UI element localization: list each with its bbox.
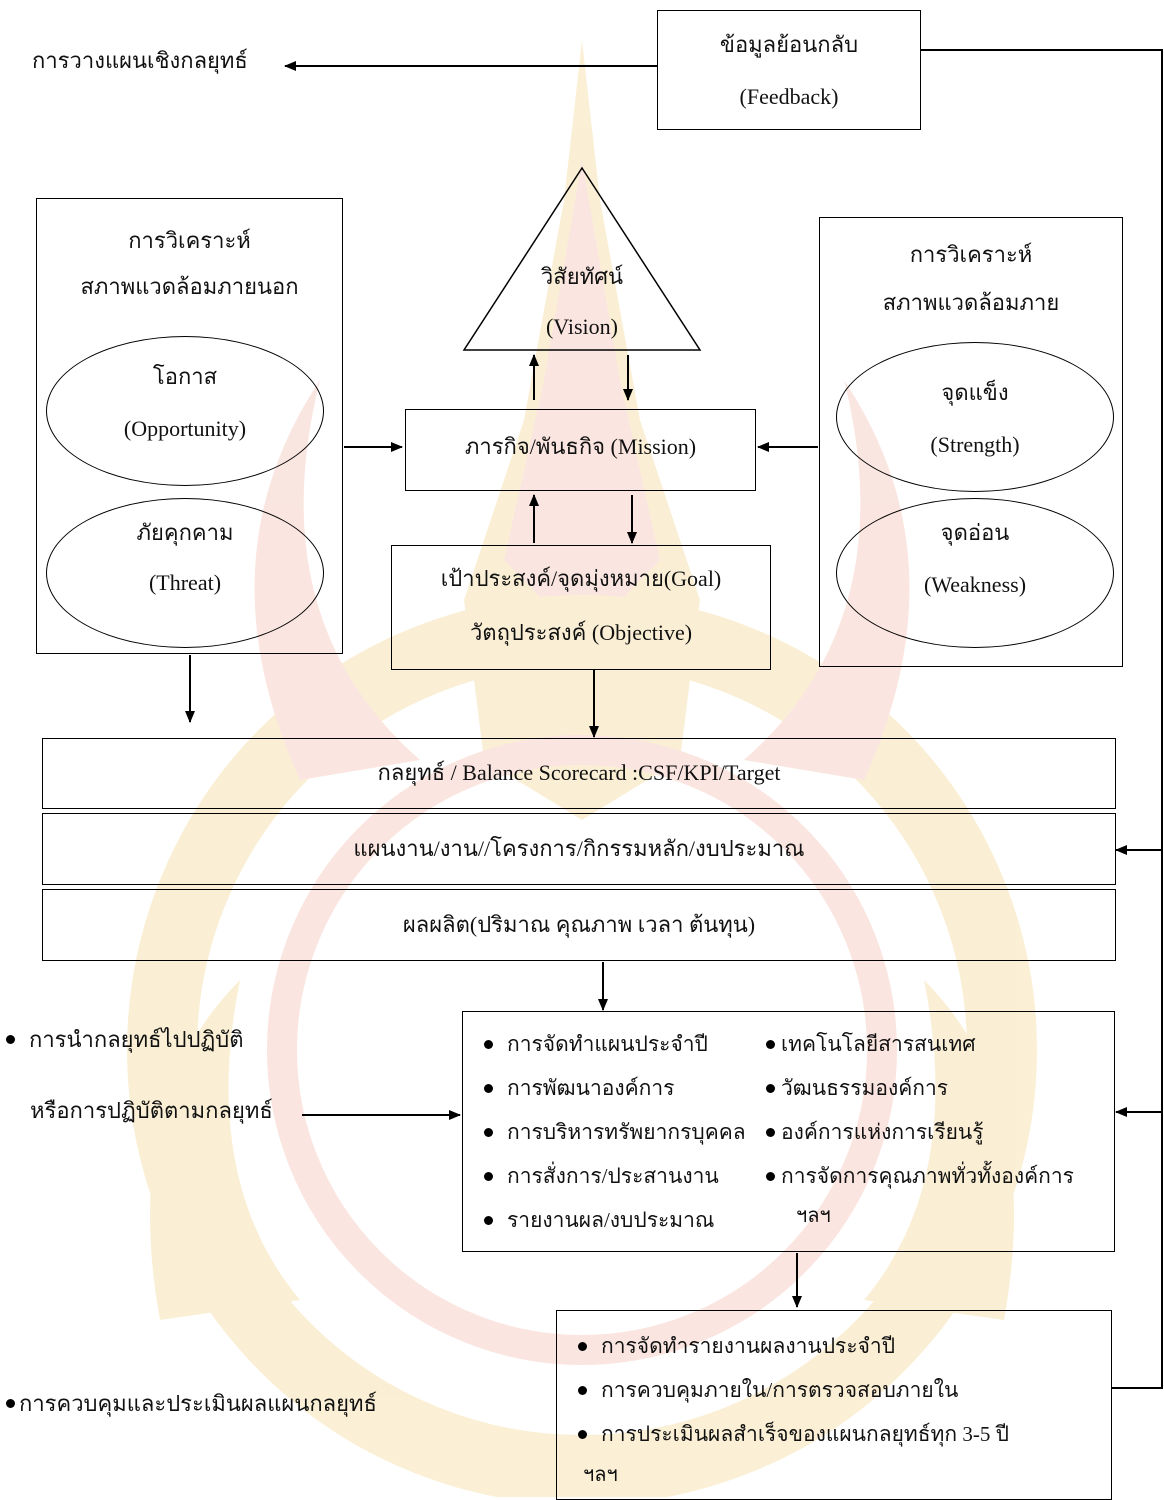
implementation-label: การนำกลยุทธ์ไปปฏิบัติ (6, 1022, 244, 1057)
implementation-item: การจัดการคุณภาพทั่วทั้งองค์การ (766, 1160, 1074, 1193)
control-label: การควบคุมและประเมินผลแผนกลยุทธ์ (6, 1386, 377, 1421)
item-text: การจัดทำแผนประจำปี (507, 1032, 708, 1056)
bullet-icon (766, 1039, 775, 1049)
item-text: การประเมินผลสำเร็จของแผนกลยุทธ์ทุก 3-5 ป… (601, 1422, 1009, 1446)
item-text: การพัฒนาองค์การ (507, 1076, 675, 1100)
internal-title-1: การวิเคราะห์ (909, 242, 1033, 267)
threat-ellipse (46, 498, 324, 648)
feedback-subtitle: (Feedback) (739, 84, 839, 109)
external-title-1: การวิเคราะห์ (128, 228, 251, 253)
control-etc: ฯลฯ (583, 1464, 618, 1486)
bullet-icon (484, 1127, 493, 1137)
implementation-item: เทคโนโลยีสารสนเทศ (766, 1028, 976, 1061)
bullet-icon (484, 1171, 493, 1181)
plan-label: แผนงาน/งาน//โครงการ/กิกรรมหลัก/งบประมาณ (353, 836, 805, 861)
goal-label: เป้าประสงค์/จุดมุ่งหมาย(Goal) (440, 566, 722, 591)
external-analysis-box (36, 198, 343, 654)
control-item: การควบคุมภายใน/การตรวจสอบภายใน (578, 1374, 958, 1407)
strength-label: จุดแข็ง (941, 380, 1009, 405)
implementation-item: การสั่งการ/ประสานงาน (484, 1160, 719, 1193)
mission-label: ภารกิจ/พันธกิจ (Mission) (464, 434, 697, 459)
item-text: การจัดการคุณภาพทั่วทั้งองค์การ (781, 1164, 1074, 1188)
vision-triangle (462, 166, 702, 351)
opportunity-label-en: (Opportunity) (123, 416, 247, 441)
strategic-planning-label: การวางแผนเชิงกลยุทธ์ (32, 48, 248, 73)
bullet-icon (6, 1035, 15, 1045)
implementation-item: การจัดทำแผนประจำปี (484, 1028, 708, 1061)
threat-label-en: (Threat) (148, 570, 222, 595)
bullet-icon (766, 1083, 775, 1093)
implementation-label-text: การนำกลยุทธ์ไปปฏิบัติ (29, 1027, 244, 1052)
implementation-item: การบริหารทรัพยากรบุคคล (484, 1116, 746, 1149)
bullet-icon (6, 1399, 15, 1409)
bullet-icon (578, 1429, 587, 1439)
bullet-icon (766, 1127, 775, 1137)
bullet-icon (578, 1385, 587, 1395)
item-text: องค์การแห่งการเรียนรู้ (781, 1120, 984, 1144)
strength-ellipse (836, 342, 1114, 492)
feedback-title: ข้อมูลย้อนกลับ (719, 32, 859, 57)
vision-label: วิสัยทัศน์ (540, 264, 624, 289)
objective-label: วัตถุประสงค์ (Objective) (469, 620, 693, 645)
feedback-box (657, 10, 921, 130)
bullet-icon (484, 1039, 493, 1049)
implementation-item: รายงานผล/งบประมาณ (484, 1204, 714, 1237)
item-text: เทคโนโลยีสารสนเทศ (781, 1032, 976, 1056)
weakness-label: จุดอ่อน (940, 520, 1010, 545)
control-item: การประเมินผลสำเร็จของแผนกลยุทธ์ทุก 3-5 ป… (578, 1418, 1009, 1451)
item-text: การสั่งการ/ประสานงาน (507, 1164, 719, 1188)
strategy-label: กลยุทธ์ / Balance Scorecard :CSF/KPI/Tar… (377, 760, 781, 785)
threat-label: ภัยคุกคาม (136, 520, 234, 545)
implementation-item: องค์การแห่งการเรียนรู้ (766, 1116, 984, 1149)
control-label-text: การควบคุมและประเมินผลแผนกลยุทธ์ (19, 1391, 377, 1416)
item-text: รายงานผล/งบประมาณ (507, 1208, 715, 1232)
internal-title-2: สภาพแวดล้อมภาย (882, 290, 1060, 315)
vision-label-en: (Vision) (545, 314, 618, 339)
item-text: การบริหารทรัพยากรบุคคล (507, 1120, 746, 1144)
implementation-etc: ฯลฯ (796, 1205, 831, 1227)
strength-label-en: (Strength) (930, 432, 1020, 457)
implementation-item: วัฒนธรรมองค์การ (766, 1072, 948, 1105)
implementation-item: การพัฒนาองค์การ (484, 1072, 674, 1105)
mission-box (405, 409, 756, 491)
item-text: วัฒนธรรมองค์การ (781, 1076, 949, 1100)
bullet-icon (484, 1215, 493, 1225)
bullet-icon (578, 1341, 587, 1351)
external-title-2: สภาพแวดล้อมภายนอก (80, 274, 299, 299)
output-label: ผลผลิต(ปริมาณ คุณภาพ เวลา ต้นทุน) (402, 912, 756, 937)
goal-box (391, 545, 771, 670)
opportunity-label: โอกาส (152, 364, 218, 389)
control-item: การจัดทำรายงานผลงานประจำปี (578, 1330, 895, 1363)
item-text: การควบคุมภายใน/การตรวจสอบภายใน (601, 1378, 959, 1402)
bullet-icon (766, 1171, 775, 1181)
weakness-label-en: (Weakness) (923, 572, 1027, 597)
bullet-icon (484, 1083, 493, 1093)
item-text: การจัดทำรายงานผลงานประจำปี (601, 1334, 896, 1358)
opportunity-ellipse (46, 336, 324, 486)
implementation-label-2: หรือการปฏิบัติตามกลยุทธ์ (30, 1098, 273, 1123)
